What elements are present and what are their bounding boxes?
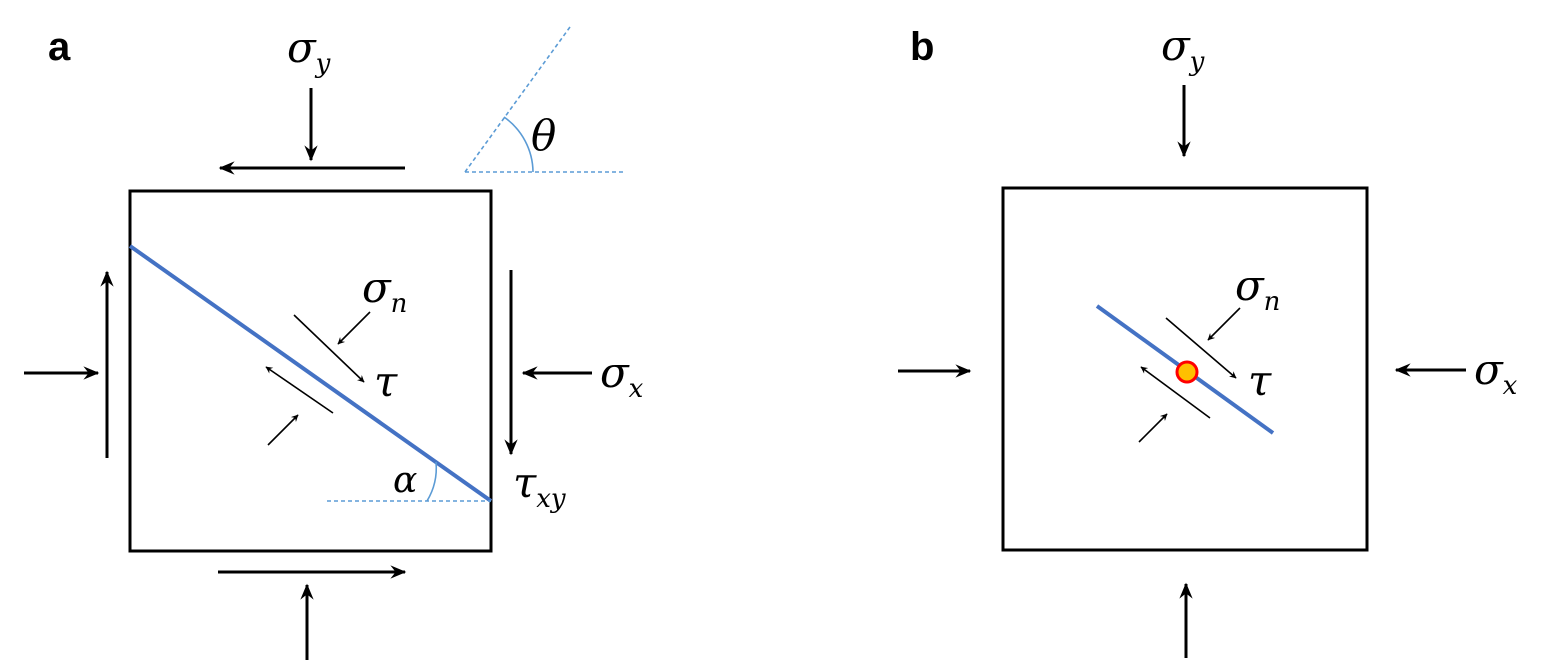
panel-a-tau-xy-label: τxy [513,458,566,514]
panel-a-tau-label: τ [374,357,398,406]
panel-b-label: b [910,25,934,69]
panel-b-sigma-n-label: σn [1235,261,1280,317]
panel-b-block [1001,186,1369,552]
panel-b-sigma-n-lower-arrow [1138,413,1168,443]
panel-a-label: a [48,25,71,69]
panel-a-sigma-x-label: σx [600,348,644,404]
panel-a-tau-upper-arrow [293,314,365,383]
panel-b-sigma-x-label: σx [1474,345,1518,401]
panel-b-tau-upper-arrow [1165,317,1237,379]
panel-a-fault-line [128,244,493,503]
panel-a-alpha-symbol: α [393,460,417,501]
panel-b: b σy σx σn τ [898,21,1518,658]
panel-b-sigma-n-upper-arrow [1207,307,1241,341]
panel-a-sigma-n-lower-arrow [267,414,299,446]
panel-a-tau-lower-arrow [265,366,334,414]
panel-a-sigma-y-label: σy [287,23,331,79]
panel-b-tau-lower-arrow [1140,366,1211,419]
panel-b-tau-label: τ [1248,356,1272,405]
panel-b-fault-point [1175,360,1199,384]
panel-a-block [128,189,493,553]
panel-a-theta-symbol: θ [531,111,556,160]
panel-a-sigma-n-upper-arrow [337,311,371,345]
panel-a-alpha-arc [426,461,438,502]
panel-b-sigma-y-label: σy [1161,21,1205,77]
panel-a-theta-arc [503,116,534,173]
panel-a-sigma-n-label: σn [362,263,407,319]
panel-a-theta-inclined-line [464,26,571,173]
panel-a: a α θ σy σx [24,23,644,660]
